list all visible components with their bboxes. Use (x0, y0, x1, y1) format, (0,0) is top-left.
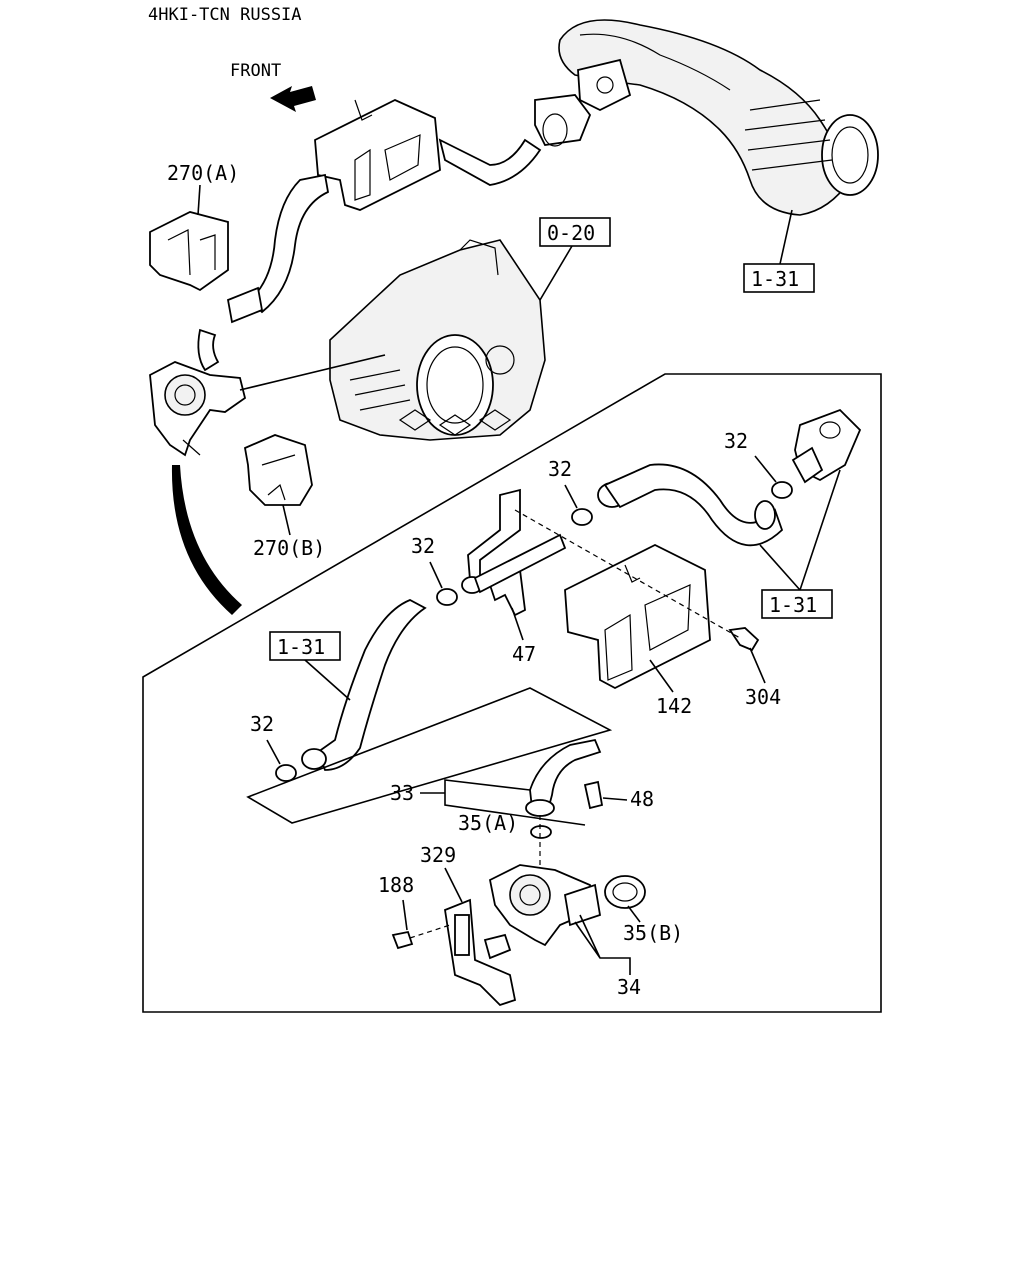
label-32-c: 32 (411, 534, 435, 558)
leader-47 (511, 607, 524, 641)
label-34: 34 (617, 975, 641, 999)
thermostat-housing-detail (791, 408, 862, 484)
label-0-20: 0-20 (547, 221, 595, 245)
hose-1-31-left (301, 599, 427, 771)
bolt-304 (728, 627, 760, 652)
leader-1-31-right-a (759, 544, 801, 591)
clamp-32-a (771, 481, 793, 499)
leader-142 (649, 659, 674, 693)
label-1-31-left: 1-31 (277, 635, 325, 659)
leader-pump-housing (239, 354, 386, 391)
label-1-31-top: 1-31 (751, 267, 799, 291)
leader-34 (574, 914, 631, 975)
leader-32-c (429, 561, 443, 589)
o-ring-35a (530, 825, 552, 839)
label-270b: 270(B) (253, 536, 325, 560)
detail-frame (142, 373, 882, 1013)
label-35b: 35(B) (623, 921, 683, 945)
label-48: 48 (630, 787, 654, 811)
bolt-304-axis (514, 509, 741, 639)
leader-1-31-left (304, 659, 351, 701)
leader-33 (420, 779, 586, 826)
clip-270b (243, 434, 313, 506)
leader-35b (627, 905, 641, 923)
leader-1-31-top (779, 209, 793, 265)
label-329: 329 (420, 843, 456, 867)
leader-32-b (564, 484, 578, 509)
leader-48 (602, 797, 628, 801)
bolt-188 (391, 930, 414, 950)
ref-box-1-31-left (269, 631, 341, 661)
sensor-329 (444, 898, 517, 1007)
ref-box-1-31-right (761, 589, 833, 619)
leader-270b (282, 504, 291, 536)
label-270a: 270(A) (167, 161, 239, 185)
clamp-32-d (275, 764, 297, 782)
flywheel-housing (329, 239, 546, 441)
water-pump-34 (488, 864, 602, 947)
label-188: 188 (378, 873, 414, 897)
label-35a: 35(A) (458, 811, 518, 835)
label-32-a: 32 (724, 429, 748, 453)
detail-arrow (171, 465, 242, 615)
label-142: 142 (656, 694, 692, 718)
ref-box-1-31-top (743, 263, 815, 293)
front-label: FRONT (230, 61, 281, 81)
sub-frame (246, 687, 613, 824)
leader-270a (197, 184, 201, 216)
lower-hose-upper-view (197, 173, 330, 372)
label-32-b: 32 (548, 457, 572, 481)
label-1-31-right: 1-31 (769, 593, 817, 617)
leader-188 (402, 899, 408, 931)
intake-duct (558, 19, 879, 216)
thermostat-housing-upper (534, 58, 632, 147)
ref-box-0-20 (539, 217, 611, 247)
diagram-title: 4HKI-TCN RUSSIA (148, 5, 302, 25)
clamp-32-c (436, 588, 458, 606)
label-304: 304 (745, 685, 781, 709)
leader-1-31-right-b (799, 469, 841, 591)
hose-1-31-right (597, 463, 784, 547)
seal-35b (604, 875, 646, 909)
leader-329 (444, 867, 463, 903)
leader-304 (749, 647, 766, 684)
heater-box-upper (314, 99, 441, 211)
leader-32-d (266, 739, 281, 765)
label-47: 47 (512, 642, 536, 666)
clip-270a (149, 211, 229, 292)
outlet-pipe-33 (525, 738, 602, 817)
bracket-47 (461, 488, 567, 617)
heater-box-142 (564, 543, 711, 690)
clamp-32-b (571, 508, 593, 526)
water-pump-upper (149, 361, 247, 457)
bolt-48 (583, 780, 604, 810)
upper-hose (438, 138, 542, 186)
axis-188 (409, 924, 451, 939)
label-32-d: 32 (250, 712, 274, 736)
leader-0-20 (539, 245, 573, 301)
leader-32-a (754, 455, 777, 483)
label-33: 33 (390, 781, 414, 805)
front-arrow-icon (270, 86, 316, 112)
